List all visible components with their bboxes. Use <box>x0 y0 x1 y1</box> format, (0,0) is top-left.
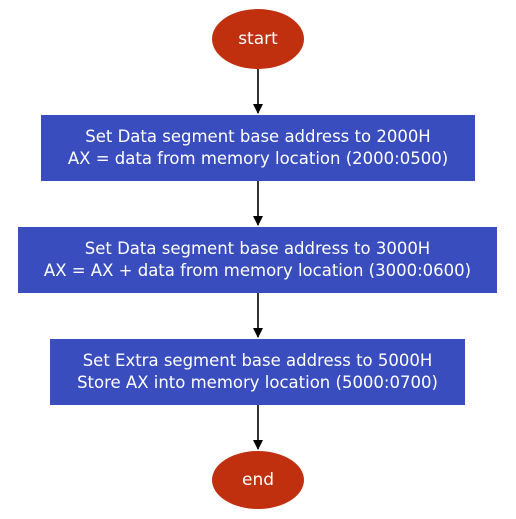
process-step-1-line-2: AX = data from memory location (2000:050… <box>67 149 449 168</box>
process-step-2: Set Data segment base address to 3000H A… <box>18 227 497 293</box>
start-terminal: start <box>212 9 304 69</box>
end-terminal: end <box>212 451 304 509</box>
process-step-1: Set Data segment base address to 2000H A… <box>41 115 475 181</box>
process-step-3: Set Extra segment base address to 5000H … <box>50 339 465 405</box>
process-step-2-line-1: Set Data segment base address to 3000H <box>84 239 431 258</box>
start-label: start <box>238 29 278 49</box>
end-label: end <box>241 470 275 490</box>
process-step-1-line-1: Set Data segment base address to 2000H <box>85 127 431 146</box>
process-step-3-line-1: Set Extra segment base address to 5000H <box>82 351 433 370</box>
process-step-3-line-2: Store AX into memory location (5000:0700… <box>77 373 438 392</box>
process-step-2-line-2: AX = AX + data from memory location (300… <box>43 261 472 280</box>
